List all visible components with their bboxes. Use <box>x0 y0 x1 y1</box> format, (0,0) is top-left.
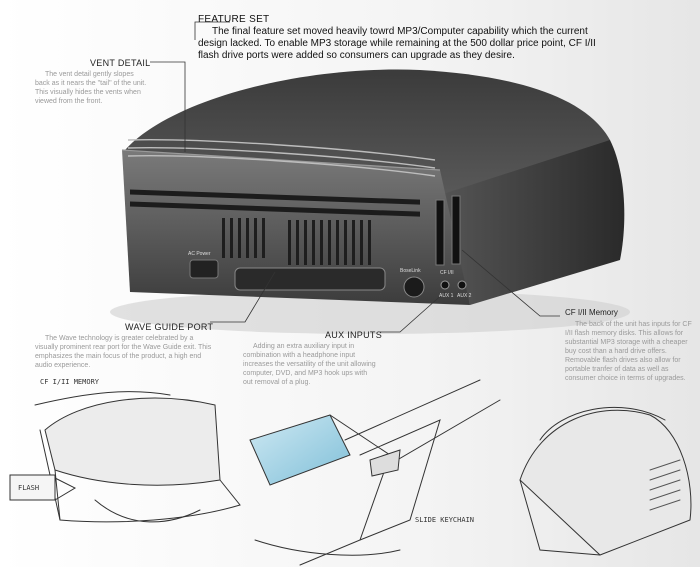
vent-detail-text: The vent detail gently slopes back as it… <box>35 71 147 105</box>
aux-inputs-text: Adding an extra auxiliary input in combi… <box>243 343 376 386</box>
boselink-label: BoseLink <box>400 268 421 274</box>
cf-memory-text: The back of the unit has inputs for CF I… <box>565 321 692 382</box>
sketch-label-flash: FLASH <box>18 484 40 492</box>
sketch-label-slide-keychain: SLIDE KEYCHAIN <box>415 516 475 524</box>
cf-ports-label: CF I/II <box>440 270 454 276</box>
ac-power-label: AC Power <box>188 251 211 257</box>
sketch-label-cf-memory: CF I/II MEMORY <box>40 378 100 386</box>
aux1-label: AUX 1 <box>439 293 454 299</box>
wave-guide-title: WAVE GUIDE PORT <box>125 322 214 332</box>
feature-set-title: FEATURE SET <box>198 14 270 25</box>
feature-set-text: The final feature set moved heavily towr… <box>198 26 596 61</box>
vent-detail-title: VENT DETAIL <box>90 58 151 68</box>
wave-guide-text: The Wave technology is greater celebrate… <box>35 335 212 369</box>
aux-inputs-title: AUX INPUTS <box>325 330 383 340</box>
aux2-label: AUX 2 <box>457 293 472 299</box>
cf-memory-title: CF I/II Memory <box>565 308 618 317</box>
